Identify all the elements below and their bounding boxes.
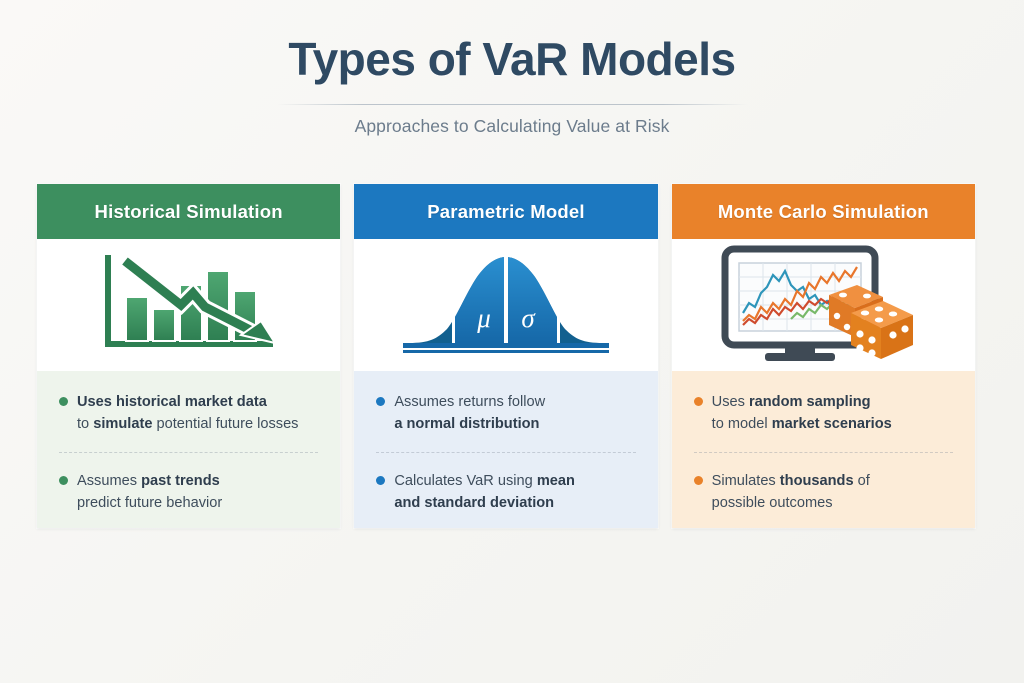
bullet-lead-bold: random sampling xyxy=(748,394,871,411)
card-header-monte-carlo-simulation: Monte Carlo Simulation xyxy=(671,184,975,240)
icon-panel-monte-carlo-simulation xyxy=(671,239,975,372)
bullet-text: Assumes past trends predict future behav… xyxy=(77,470,222,514)
card-header-parametric-model: Parametric Model xyxy=(354,184,658,240)
bullet-lead-plain: Assumes returns follow xyxy=(394,394,546,411)
bullet-text: Uses random sampling to model market sce… xyxy=(712,391,892,435)
card-header-historical-simulation: Historical Simulation xyxy=(37,184,341,240)
bullet-text: Calculates VaR using mean and standard d… xyxy=(394,470,575,514)
card-monte-carlo-simulation: Monte Carlo Simulation xyxy=(671,184,975,528)
card-body-historical-simulation: Uses historical market data to simulate … xyxy=(37,371,341,528)
bullet-dot-icon xyxy=(59,397,68,407)
bullet-rest-bold: a normal distribution xyxy=(394,416,540,433)
model-columns: Historical Simulation xyxy=(37,184,975,528)
card-body-parametric-model: Assumes returns follow a normal distribu… xyxy=(354,371,658,528)
bullet-rest-bold: market scenarios xyxy=(771,416,892,433)
bullet-item: Uses historical market data to simulate … xyxy=(53,389,324,435)
normal-distribution-bell-curve-icon: μ σ xyxy=(402,257,609,354)
bullet-rest-prefix: to xyxy=(77,416,94,433)
bullet-dot-icon xyxy=(693,475,703,485)
bullet-rest-suffix: potential future losses xyxy=(152,416,299,433)
bullet-divider xyxy=(693,451,953,453)
bullet-lead-plain: Calculates VaR using xyxy=(394,472,537,489)
bullet-lead-plain: Uses xyxy=(711,394,749,411)
title-divider xyxy=(277,103,747,105)
bullet-lead-plain: Assumes xyxy=(77,472,142,489)
bullet-lead-bold: thousands xyxy=(779,472,854,489)
bullet-divider xyxy=(59,451,319,453)
bullet-rest-bold: simulate xyxy=(93,416,153,433)
bullet-rest-bold: and standard deviation xyxy=(394,494,555,511)
bullet-lead-tail: of xyxy=(853,472,870,489)
bullet-item: Assumes past trends predict future behav… xyxy=(53,468,324,514)
bullet-divider xyxy=(376,451,636,453)
icon-panel-historical-simulation xyxy=(37,239,341,372)
die-front-icon xyxy=(851,301,914,360)
bullet-text: Uses historical market data to simulate … xyxy=(77,391,298,435)
bullet-item: Uses random sampling to model market sce… xyxy=(688,389,959,435)
bullet-lead-bold: mean xyxy=(536,472,575,489)
icon-panel-parametric-model: μ σ xyxy=(354,239,658,372)
monitor-with-dice-icon xyxy=(721,245,914,362)
sigma-label: σ xyxy=(521,303,536,333)
bullet-rest-plain: predict future behavior xyxy=(77,494,223,511)
bullet-text: Simulates thousands of possible outcomes xyxy=(712,470,870,514)
bullet-lead-plain: Simulates xyxy=(711,472,780,489)
mu-label: μ xyxy=(476,303,491,333)
card-body-monte-carlo-simulation: Uses random sampling to model market sce… xyxy=(671,371,975,528)
bullet-rest-plain: possible outcomes xyxy=(711,494,833,511)
page-header: Types of VaR Models Approaches to Calcul… xyxy=(0,34,1024,137)
bullet-item: Calculates VaR using mean and standard d… xyxy=(370,468,641,514)
card-historical-simulation: Historical Simulation xyxy=(37,184,341,528)
bullet-rest-prefix: to model xyxy=(711,416,772,433)
bullet-dot-icon xyxy=(59,475,68,485)
page-subtitle: Approaches to Calculating Value at Risk xyxy=(354,115,670,136)
bullet-dot-icon xyxy=(693,397,703,407)
bullet-dot-icon xyxy=(376,475,386,485)
page-title: Types of VaR Models xyxy=(288,33,736,85)
bullet-item: Simulates thousands of possible outcomes xyxy=(688,468,959,514)
bullet-item: Assumes returns follow a normal distribu… xyxy=(370,389,641,435)
bullet-dot-icon xyxy=(376,397,386,407)
bullet-bold-lead: Uses historical market data xyxy=(77,394,267,411)
bullet-text: Assumes returns follow a normal distribu… xyxy=(394,391,545,435)
bullet-lead-bold: past trends xyxy=(141,472,220,489)
descending-bar-chart-icon xyxy=(104,255,277,348)
card-parametric-model: Parametric Model xyxy=(354,184,658,528)
